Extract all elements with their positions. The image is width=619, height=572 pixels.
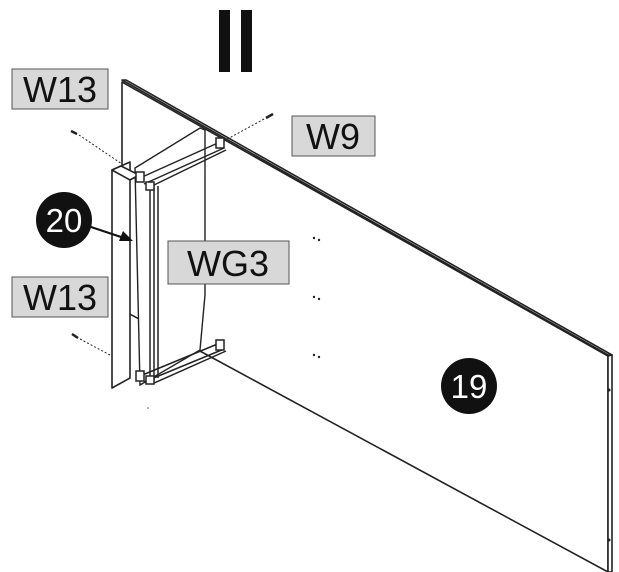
badge-part-20-text: 20 [46, 202, 83, 239]
badge-part-19: 19 [441, 358, 497, 414]
step-numeral: II [219, 10, 252, 72]
badge-part-20: 20 [36, 192, 92, 248]
label-wg3-text: WG3 [187, 243, 269, 284]
screw-w13-top [70, 129, 123, 165]
label-w13-top: W13 [11, 68, 109, 110]
arrow-20 [87, 225, 133, 241]
label-w13-bottom-text: W13 [23, 277, 97, 318]
badge-part-19-text: 19 [451, 368, 488, 405]
frame-wg3 [135, 137, 227, 385]
label-wg3: WG3 [167, 240, 290, 285]
label-w13-bottom: W13 [11, 276, 109, 318]
stray-dot [147, 407, 149, 409]
screw-w9 [221, 112, 274, 143]
label-w13-top-text: W13 [23, 69, 97, 110]
label-w9: W9 [291, 115, 376, 157]
label-w9-text: W9 [306, 116, 360, 157]
panel-19 [121, 79, 613, 572]
screw-w13-bottom [71, 332, 113, 357]
panel-20 [111, 161, 140, 389]
